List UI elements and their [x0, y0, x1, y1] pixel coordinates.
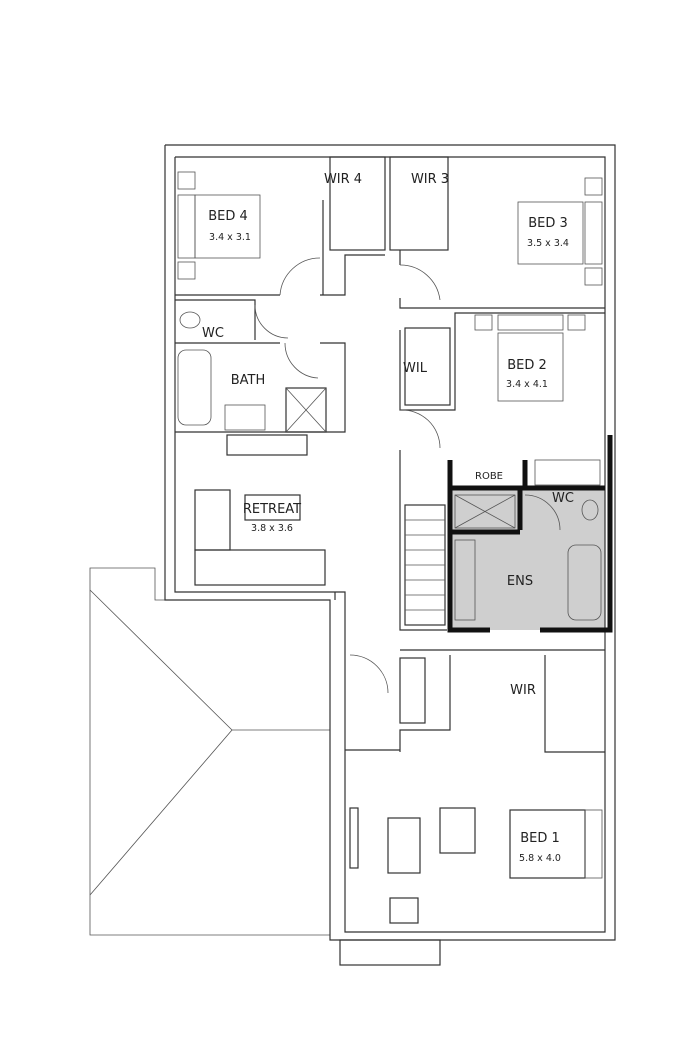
- door-bed3: [399, 264, 441, 301]
- size-bed3: 3.5 x 3.4: [527, 238, 569, 249]
- roof: [89, 567, 331, 936]
- label-wir: WIR: [510, 683, 536, 698]
- size-bed2: 3.4 x 4.1: [506, 379, 548, 390]
- size-bed1: 5.8 x 4.0: [519, 853, 561, 864]
- furniture: [177, 171, 603, 879]
- ensuite-floor: [450, 490, 605, 630]
- label-bed4: BED 4: [208, 209, 248, 224]
- label-robe: ROBE: [475, 471, 503, 482]
- staircase[interactable]: [404, 504, 446, 626]
- interior-walls: [175, 156, 605, 924]
- door-bed2: [399, 409, 441, 449]
- label-bed3: BED 3: [528, 216, 568, 231]
- doors[interactable]: [254, 257, 561, 694]
- label-ens: ENS: [507, 574, 533, 589]
- label-wir3: WIR 3: [411, 172, 449, 187]
- door-wc: [254, 304, 289, 339]
- door-bed1: [349, 654, 389, 694]
- label-wil: WIL: [403, 361, 428, 376]
- door-bath: [284, 342, 319, 379]
- label-wc-ens: WC: [552, 491, 574, 506]
- label-wir4: WIR 4: [324, 172, 362, 187]
- size-bed4: 3.4 x 3.1: [209, 232, 251, 243]
- label-wc-upper: WC: [202, 326, 224, 341]
- size-retreat: 3.8 x 3.6: [251, 523, 293, 534]
- outer-walls: [164, 144, 616, 966]
- label-bath: BATH: [231, 373, 266, 388]
- ensuite-walls: [447, 435, 613, 633]
- door-bed4: [279, 257, 321, 296]
- label-bed2: BED 2: [507, 358, 547, 373]
- label-retreat: RETREAT: [243, 502, 301, 517]
- label-bed1: BED 1: [520, 831, 560, 846]
- door-ens-wc: [524, 494, 561, 531]
